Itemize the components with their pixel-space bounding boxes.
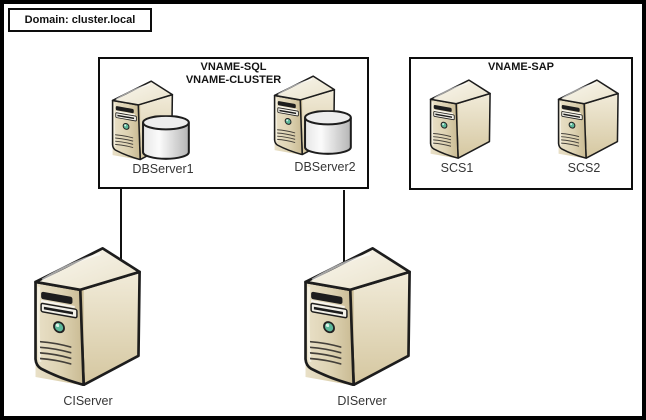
sap-group-title: VNAME-SAP [487,61,554,73]
sap-group-box: VNAME-SAP SCS1 SCS2 [409,57,633,190]
sql-group-title: VNAME-SQL VNAME-CLUSTER [100,61,367,87]
domain-label: Domain: cluster.local [24,14,136,26]
database-server-icon [111,80,190,161]
ciserver-label: CIServer [63,394,113,408]
dbserver2-label: DBServer2 [294,160,356,174]
scs2-label: SCS2 [567,161,601,175]
domain-label-box: Domain: cluster.local [8,8,152,32]
sql-group-title-line1: VNAME-SQL [200,61,267,73]
connector-sql-to-diserver [343,190,345,268]
connector-sql-to-ciserver [120,189,122,265]
scs1-label: SCS1 [440,161,474,175]
tower-server-icon [31,245,143,386]
tower-server-icon [428,78,492,159]
sql-group-title-line2: VNAME-CLUSTER [185,74,282,86]
database-server-icon [273,75,352,156]
sql-cluster-group-box: VNAME-SQL VNAME-CLUSTER DBServer1 DBServ… [98,57,369,189]
tower-server-icon [556,78,620,159]
dbserver1-label: DBServer1 [132,162,194,176]
diserver-label: DIServer [337,394,387,408]
tower-server-icon [301,245,413,386]
